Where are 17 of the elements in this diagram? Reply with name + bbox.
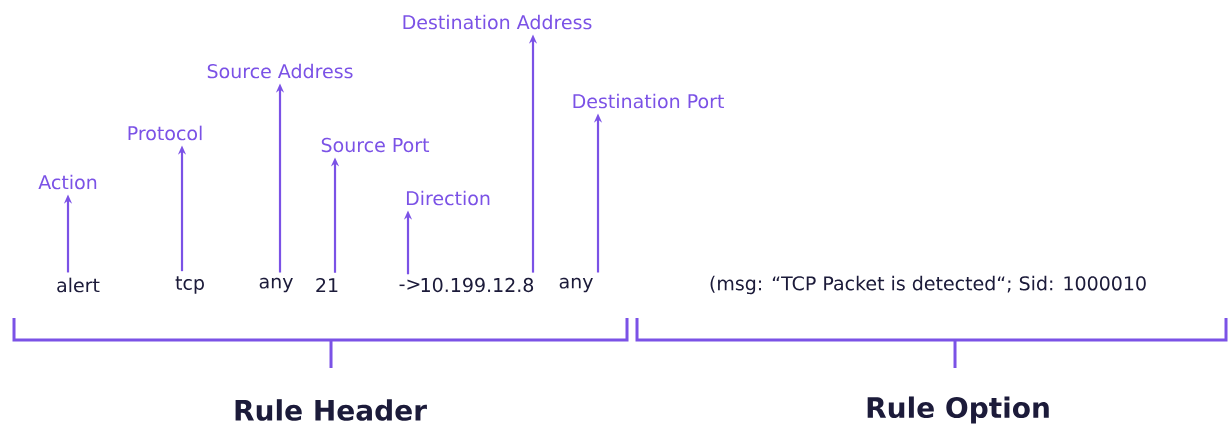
field-label: Destination Address <box>403 14 592 30</box>
rule-token: (msg: “TCP Packet is detected“; Sid: 1000010 <box>710 275 1146 295</box>
rule-token: tcp <box>175 276 204 294</box>
section-label: Rule Option <box>867 396 1049 424</box>
field-label: Action <box>38 174 97 190</box>
rule-token: -> <box>399 279 420 290</box>
rule-token: any <box>259 277 293 293</box>
section-label: Rule Header <box>235 399 427 421</box>
field-label: Destination Port <box>573 93 724 109</box>
rule-token: 10.199.12.8 <box>421 277 534 293</box>
rule-token: any <box>559 277 593 293</box>
rule-token: alert <box>57 277 100 293</box>
field-label: Source Address <box>207 63 353 79</box>
rule-token: 21 <box>316 277 338 293</box>
field-label: Protocol <box>128 125 202 141</box>
field-label: Source Port <box>321 137 430 153</box>
field-label: Direction <box>406 190 490 206</box>
